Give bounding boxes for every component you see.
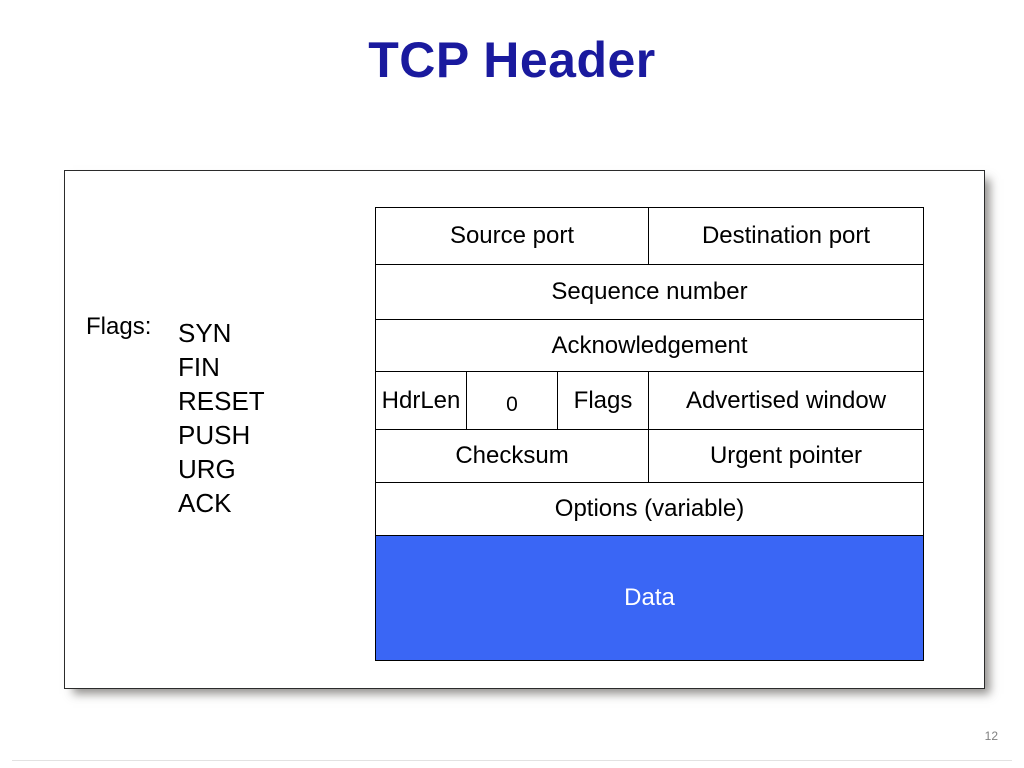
table-row: Checksum Urgent pointer bbox=[375, 429, 924, 483]
field-source-port: Source port bbox=[375, 207, 649, 265]
list-item-fin: FIN bbox=[178, 352, 220, 382]
field-hdrlen: HdrLen bbox=[375, 371, 467, 430]
tcp-header-diagram: Source port Destination port Sequence nu… bbox=[375, 207, 924, 661]
footer-divider bbox=[12, 760, 1012, 761]
field-checksum: Checksum bbox=[375, 429, 649, 483]
table-row: Acknowledgement bbox=[375, 319, 924, 372]
list-item-urg: URG bbox=[178, 454, 236, 484]
field-flags: Flags bbox=[557, 371, 649, 430]
page-number: 12 bbox=[984, 729, 998, 743]
field-data-payload: Data bbox=[375, 535, 924, 661]
page-title: TCP Header bbox=[368, 32, 656, 88]
field-advertised-window: Advertised window bbox=[648, 371, 924, 430]
table-row: Options (variable) bbox=[375, 482, 924, 536]
field-urgent-pointer: Urgent pointer bbox=[648, 429, 924, 483]
field-acknowledgement: Acknowledgement bbox=[375, 319, 924, 372]
table-row: Sequence number bbox=[375, 264, 924, 320]
field-options: Options (variable) bbox=[375, 482, 924, 536]
list-item-reset: RESET bbox=[178, 386, 265, 416]
slide-content-frame: Flags: SYN FIN RESET PUSH URG ACK Source… bbox=[64, 170, 985, 689]
list-item-push: PUSH bbox=[178, 420, 251, 450]
flags-label: Flags: bbox=[86, 313, 152, 340]
list-item-ack: ACK bbox=[178, 488, 232, 518]
table-row: Source port Destination port bbox=[375, 207, 924, 265]
flags-list: SYN FIN RESET PUSH URG ACK bbox=[178, 316, 265, 520]
field-destination-port: Destination port bbox=[648, 207, 924, 265]
field-reserved-zero: 0 bbox=[466, 371, 558, 430]
field-sequence-number: Sequence number bbox=[375, 264, 924, 320]
table-row: HdrLen 0 Flags Advertised window bbox=[375, 371, 924, 430]
list-item-syn: SYN bbox=[178, 318, 232, 348]
table-row: Data bbox=[375, 535, 924, 661]
